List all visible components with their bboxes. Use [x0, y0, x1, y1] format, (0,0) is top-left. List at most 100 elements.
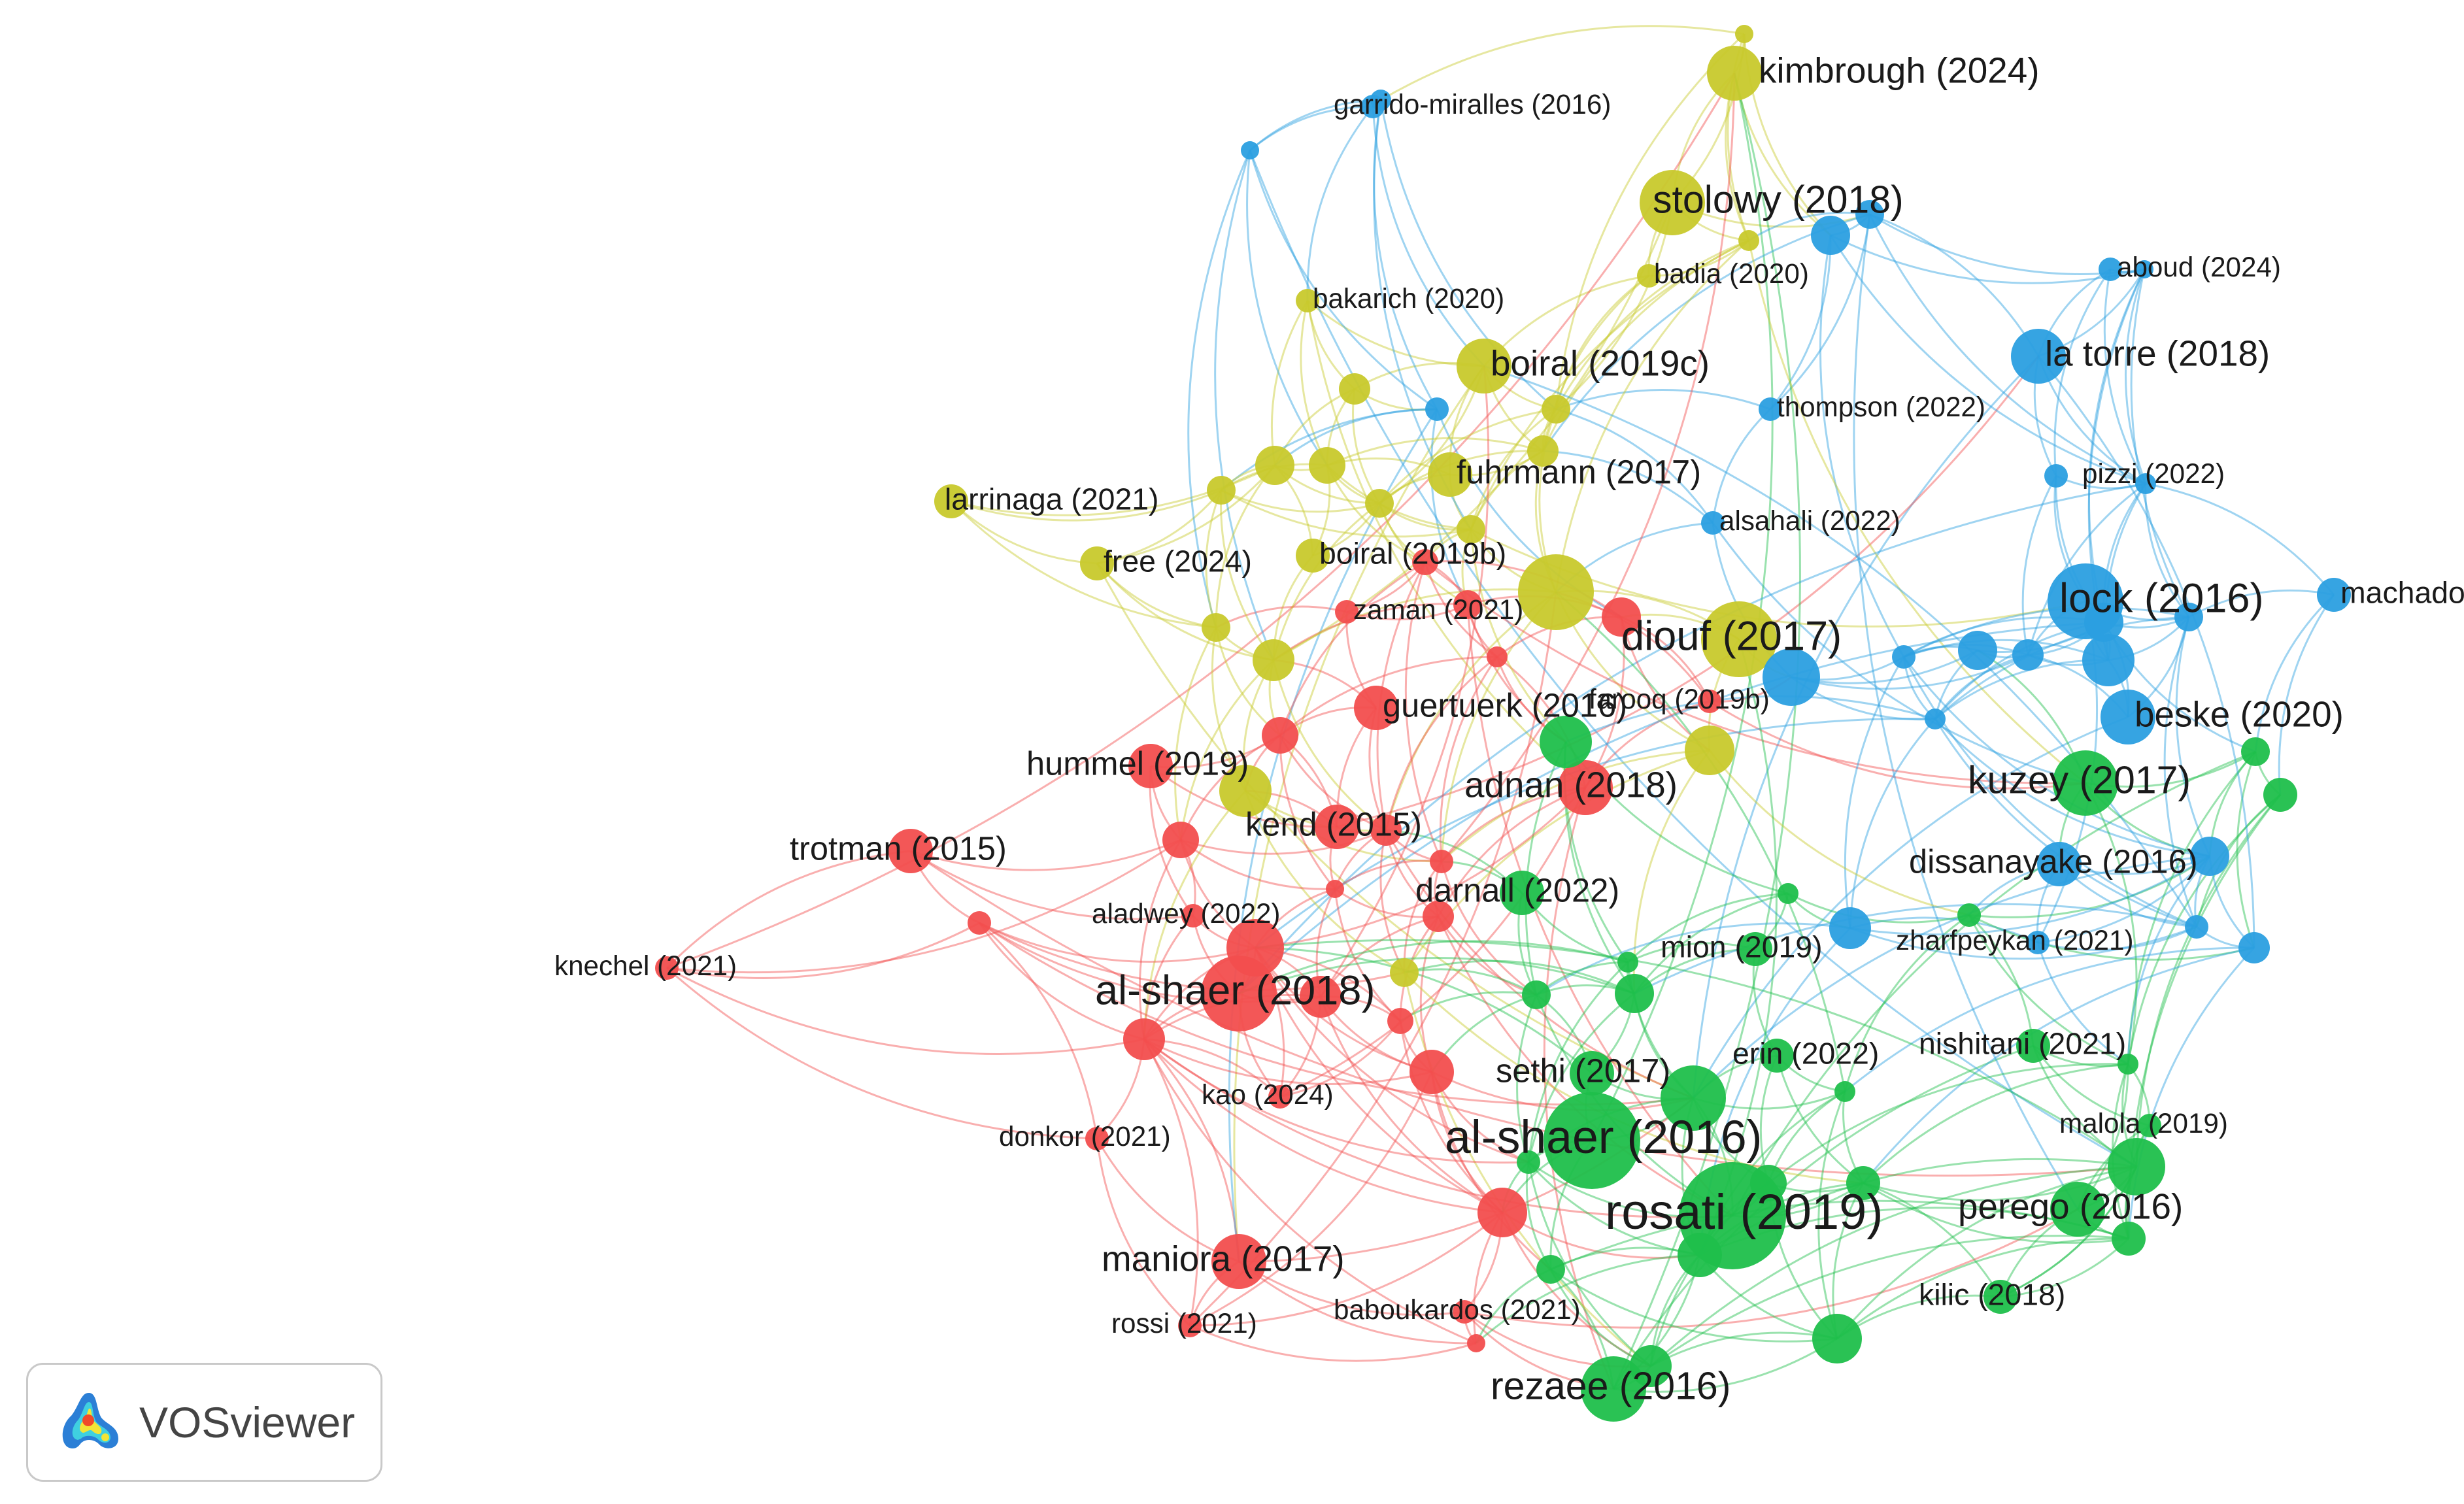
- publication-node-unlabeled[interactable]: [1453, 590, 1482, 619]
- publication-node-unlabeled[interactable]: [1430, 850, 1453, 873]
- publication-node[interactable]: [1637, 264, 1661, 288]
- publication-node[interactable]: [1738, 932, 1772, 966]
- publication-node-unlabeled[interactable]: [1678, 1233, 1722, 1277]
- publication-node-unlabeled[interactable]: [1123, 1018, 1165, 1060]
- publication-node-unlabeled[interactable]: [1467, 1334, 1485, 1352]
- publication-node[interactable]: [1701, 601, 1777, 677]
- publication-node[interactable]: [1707, 46, 1762, 101]
- publication-node[interactable]: [2037, 842, 2082, 886]
- publication-node[interactable]: [2317, 578, 2351, 612]
- publication-node[interactable]: [1457, 339, 1511, 393]
- publication-node-unlabeled[interactable]: [2012, 639, 2044, 671]
- publication-node[interactable]: [1759, 397, 1782, 421]
- publication-node[interactable]: [1428, 452, 1472, 497]
- publication-node-unlabeled[interactable]: [1219, 765, 1272, 817]
- publication-node-unlabeled[interactable]: [1522, 980, 1551, 1009]
- publication-node[interactable]: [1181, 904, 1205, 927]
- publication-node-unlabeled[interactable]: [2238, 932, 2270, 963]
- publication-node-unlabeled[interactable]: [1326, 880, 1344, 898]
- publication-node-unlabeled[interactable]: [1617, 952, 1638, 973]
- publication-node-unlabeled[interactable]: [1763, 648, 1820, 706]
- publication-node-unlabeled[interactable]: [1735, 25, 1753, 43]
- publication-node-unlabeled[interactable]: [1846, 1166, 1880, 1200]
- publication-node[interactable]: [1544, 1092, 1640, 1189]
- publication-node[interactable]: [1178, 1314, 1202, 1337]
- publication-node-unlabeled[interactable]: [1661, 1065, 1726, 1131]
- publication-node[interactable]: [1581, 1356, 1646, 1422]
- publication-node-unlabeled[interactable]: [2108, 1138, 2165, 1195]
- publication-node[interactable]: [2016, 1029, 2050, 1063]
- publication-node-unlabeled[interactable]: [2112, 1222, 2146, 1256]
- publication-node[interactable]: [2101, 690, 2155, 744]
- publication-node[interactable]: [1128, 744, 1173, 788]
- publication-node-unlabeled[interactable]: [1365, 489, 1394, 518]
- publication-node-unlabeled[interactable]: [1527, 435, 1559, 467]
- publication-node[interactable]: [1558, 760, 1613, 815]
- publication-node[interactable]: [1080, 546, 1114, 580]
- publication-node-unlabeled[interactable]: [2082, 634, 2135, 686]
- publication-node-unlabeled[interactable]: [1162, 822, 1199, 858]
- publication-node-unlabeled[interactable]: [1425, 397, 1449, 421]
- publication-node-unlabeled[interactable]: [1370, 814, 1402, 846]
- publication-node[interactable]: [1354, 686, 1398, 730]
- publication-node[interactable]: [1453, 1300, 1476, 1324]
- publication-node[interactable]: [2011, 329, 2066, 384]
- publication-node-unlabeled[interactable]: [1811, 216, 1850, 255]
- publication-node[interactable]: [2050, 1182, 2105, 1237]
- publication-node-unlabeled[interactable]: [1409, 1050, 1454, 1094]
- publication-node[interactable]: [2026, 931, 2050, 954]
- publication-node[interactable]: [1983, 1280, 2017, 1314]
- publication-node[interactable]: [2099, 258, 2122, 281]
- publication-node-unlabeled[interactable]: [1423, 901, 1454, 932]
- publication-node-unlabeled[interactable]: [2190, 837, 2229, 876]
- publication-node-unlabeled[interactable]: [1300, 976, 1342, 1018]
- publication-node-unlabeled[interactable]: [1202, 613, 1230, 642]
- publication-node-unlabeled[interactable]: [1615, 974, 1654, 1013]
- publication-node-unlabeled[interactable]: [1207, 476, 1236, 505]
- publication-node-unlabeled[interactable]: [1957, 903, 1981, 927]
- publication-node-unlabeled[interactable]: [1370, 90, 1391, 110]
- publication-node[interactable]: [1315, 805, 1359, 849]
- publication-node[interactable]: [1760, 1039, 1794, 1073]
- publication-node[interactable]: [1701, 511, 1725, 535]
- publication-node-unlabeled[interactable]: [2135, 473, 2156, 494]
- publication-node-unlabeled[interactable]: [1892, 645, 1916, 669]
- publication-node-unlabeled[interactable]: [1255, 446, 1294, 485]
- publication-node-unlabeled[interactable]: [1412, 549, 1438, 575]
- publication-node-unlabeled[interactable]: [1855, 200, 1884, 229]
- publication-node-unlabeled[interactable]: [1517, 1150, 1540, 1174]
- publication-node-unlabeled[interactable]: [1829, 907, 1871, 949]
- publication-node-unlabeled[interactable]: [2263, 778, 2297, 812]
- publication-node-unlabeled[interactable]: [1241, 141, 1259, 159]
- publication-node[interactable]: [2044, 464, 2068, 488]
- publication-node[interactable]: [1268, 1085, 1292, 1109]
- publication-node[interactable]: [1335, 600, 1359, 624]
- publication-node-unlabeled[interactable]: [2084, 603, 2123, 642]
- publication-node-unlabeled[interactable]: [2174, 603, 2203, 631]
- publication-node[interactable]: [2053, 750, 2118, 816]
- publication-node-unlabeled[interactable]: [1834, 1081, 1855, 1102]
- publication-node[interactable]: [1085, 1127, 1109, 1150]
- publication-node-unlabeled[interactable]: [1339, 373, 1370, 405]
- publication-node-unlabeled[interactable]: [1387, 1008, 1413, 1034]
- publication-node-unlabeled[interactable]: [1778, 883, 1798, 904]
- publication-node-unlabeled[interactable]: [2135, 260, 2153, 278]
- publication-node-unlabeled[interactable]: [1540, 716, 1592, 768]
- publication-node-unlabeled[interactable]: [1750, 1165, 1787, 1201]
- publication-node-unlabeled[interactable]: [2185, 915, 2208, 939]
- publication-node[interactable]: [1570, 1051, 1614, 1095]
- publication-node-unlabeled[interactable]: [1542, 395, 1570, 424]
- publication-node[interactable]: [655, 956, 679, 980]
- publication-node-unlabeled[interactable]: [1477, 1188, 1527, 1237]
- publication-node-unlabeled[interactable]: [1390, 958, 1419, 987]
- publication-node[interactable]: [1211, 1234, 1266, 1289]
- publication-node-unlabeled[interactable]: [1487, 646, 1508, 667]
- publication-node[interactable]: [1296, 289, 1319, 312]
- publication-node-unlabeled[interactable]: [968, 911, 991, 935]
- publication-node[interactable]: [2138, 1114, 2161, 1137]
- publication-node-unlabeled[interactable]: [1457, 515, 1485, 544]
- publication-node-unlabeled[interactable]: [1630, 1345, 1672, 1387]
- publication-node-unlabeled[interactable]: [1602, 597, 1641, 637]
- publication-node[interactable]: [888, 829, 933, 873]
